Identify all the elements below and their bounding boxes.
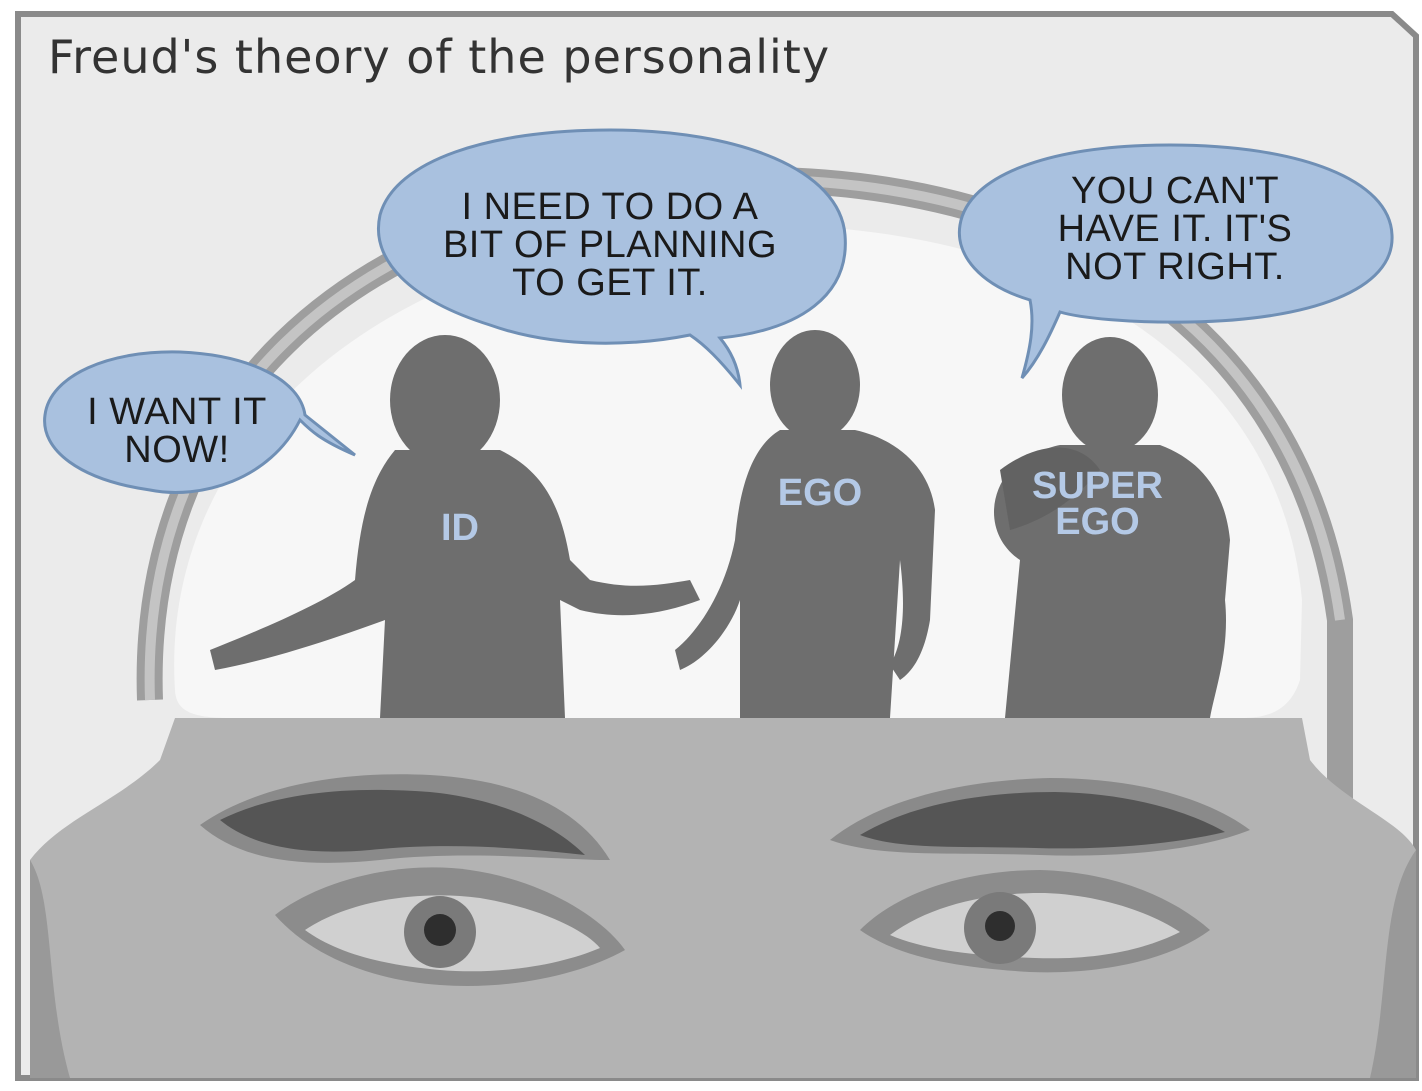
right-eyebrow: [860, 792, 1225, 849]
right-pupil: [985, 911, 1015, 941]
ego-speech-bubble: [377, 128, 847, 390]
left-pupil: [424, 914, 456, 946]
superego-speech-bubble: [957, 143, 1394, 379]
id-label: ID: [441, 507, 479, 549]
id-figure: [210, 335, 700, 718]
right-ear: [1370, 850, 1416, 1078]
ego-speech-text: I NEED TO DO A BIT OF PLANNING TO GET IT…: [395, 188, 825, 302]
left-eyebrow: [220, 789, 585, 855]
ego-speech-line: I NEED TO DO A: [461, 186, 759, 228]
left-ear: [30, 860, 70, 1078]
id-speech-bubble: [43, 350, 356, 494]
superego-speech-line: YOU CAN'T: [1070, 170, 1280, 212]
id-speech-text: I WANT IT NOW!: [62, 393, 292, 469]
superego-label-line: EGO: [1055, 501, 1140, 543]
ego-label: EGO: [777, 472, 863, 514]
superego-speech-line: NOT RIGHT.: [1065, 246, 1285, 288]
ego-speech-line: BIT OF PLANNING: [442, 224, 778, 266]
superego-speech-text: YOU CAN'T HAVE IT. IT'S NOT RIGHT.: [1010, 172, 1340, 286]
superego-label-line: SUPER: [1032, 465, 1163, 507]
superego-speech-line: HAVE IT. IT'S: [1057, 208, 1293, 250]
face: [30, 718, 1416, 1078]
id-speech-line: I WANT IT: [87, 391, 267, 433]
ego-speech-line: TO GET IT.: [512, 262, 708, 304]
id-speech-line: NOW!: [124, 429, 230, 471]
superego-figure: [993, 337, 1230, 718]
ego-figure: [675, 330, 935, 718]
superego-label: SUPER EGO: [1010, 465, 1185, 543]
page-title: Freud's theory of the personality: [48, 30, 831, 84]
